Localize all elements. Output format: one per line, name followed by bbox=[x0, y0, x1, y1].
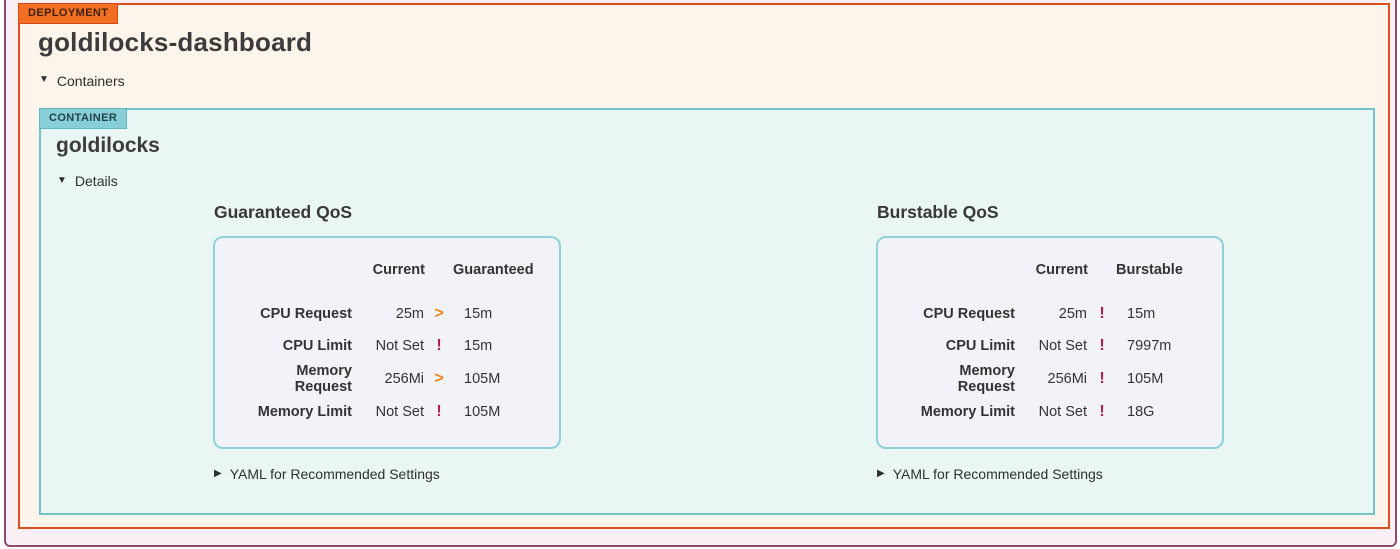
row-label: CPU Limit bbox=[282, 338, 352, 355]
empty-header-cell bbox=[902, 256, 1016, 298]
containers-toggle[interactable]: ▼ Containers bbox=[20, 57, 1388, 89]
row-label: CPU Request bbox=[260, 306, 352, 323]
recommended-value: 15m bbox=[1127, 306, 1156, 323]
yaml-toggle-label: YAML for Recommended Settings bbox=[892, 466, 1103, 483]
recommended-value: 105M bbox=[1127, 371, 1164, 388]
details-toggle[interactable]: ▼ Details bbox=[41, 157, 1373, 189]
qos-table-row: CPU Request 25m! 15m bbox=[902, 298, 1198, 330]
current-value: Not Set bbox=[375, 338, 424, 355]
deployment-badge: DEPLOYMENT bbox=[18, 3, 119, 24]
recommended-value: 105M bbox=[464, 404, 501, 421]
comparison-icon-cell: ! bbox=[1088, 298, 1116, 330]
yaml-toggle-label: YAML for Recommended Settings bbox=[229, 466, 440, 483]
qos-panel: Burstable QoS Current Burstable CPU Requ… bbox=[876, 202, 1224, 482]
deployment-section: DEPLOYMENT goldilocks-dashboard ▼ Contai… bbox=[18, 3, 1390, 529]
recommended-value: 18G bbox=[1127, 404, 1155, 421]
comparison-icon-cell: ! bbox=[1088, 330, 1116, 362]
qos-table-row: Memory Request 256Mi! 105M bbox=[902, 362, 1198, 396]
yaml-toggle[interactable]: ▶ YAML for Recommended Settings bbox=[214, 466, 561, 482]
empty-header-cell bbox=[239, 256, 353, 298]
qos-table-row: CPU Limit Not Set! 7997m bbox=[902, 330, 1198, 362]
current-value: 256Mi bbox=[1047, 371, 1088, 388]
comparison-icon-cell: ! bbox=[425, 396, 453, 428]
current-value: 256Mi bbox=[384, 371, 425, 388]
empty-header-cell bbox=[1088, 256, 1116, 298]
current-value: 25m bbox=[395, 306, 424, 323]
current-value: Not Set bbox=[1038, 404, 1087, 421]
qos-table-header-row: Current Guaranteed bbox=[239, 256, 535, 298]
details-toggle-label: Details bbox=[74, 173, 118, 190]
qos-panels-row: Guaranteed QoS Current Guaranteed CPU Re… bbox=[41, 202, 1373, 482]
qos-table-row: Memory Limit Not Set! 18G bbox=[902, 396, 1198, 428]
comparison-icon-cell: ! bbox=[425, 330, 453, 362]
container-badge: CONTAINER bbox=[39, 108, 128, 129]
recommended-value: 105M bbox=[464, 371, 501, 388]
comparison-icon-cell: ! bbox=[1088, 362, 1116, 396]
exclamation-icon: ! bbox=[1099, 305, 1105, 323]
qos-table-header-row: Current Burstable bbox=[902, 256, 1198, 298]
row-label: Memory Limit bbox=[257, 404, 352, 421]
comparison-icon-cell: ! bbox=[1088, 396, 1116, 428]
row-label: CPU Limit bbox=[945, 338, 1015, 355]
exclamation-icon: ! bbox=[1099, 370, 1105, 388]
recommended-value: 7997m bbox=[1127, 338, 1172, 355]
triangle-right-icon: ▶ bbox=[877, 467, 885, 479]
column-header-current: Current bbox=[1035, 262, 1088, 279]
comparison-icon-cell: > bbox=[425, 362, 453, 396]
deployment-title: goldilocks-dashboard bbox=[38, 27, 313, 57]
qos-table-row: Memory Limit Not Set! 105M bbox=[239, 396, 535, 428]
screenshot-frame: DEPLOYMENT goldilocks-dashboard ▼ Contai… bbox=[4, 0, 1397, 547]
row-label: CPU Request bbox=[923, 306, 1015, 323]
qos-panel-title: Burstable QoS bbox=[877, 202, 999, 223]
yaml-toggle[interactable]: ▶ YAML for Recommended Settings bbox=[877, 466, 1224, 482]
exclamation-icon: ! bbox=[436, 403, 442, 421]
greater-than-icon: > bbox=[434, 305, 444, 323]
containers-toggle-label: Containers bbox=[56, 72, 125, 89]
comparison-icon-cell: > bbox=[425, 298, 453, 330]
qos-table-row: CPU Request 25m >15m bbox=[239, 298, 535, 330]
column-header-recommended: Burstable bbox=[1116, 262, 1183, 279]
current-value: Not Set bbox=[375, 404, 424, 421]
greater-than-icon: > bbox=[434, 370, 444, 388]
row-label: Memory Request bbox=[294, 363, 352, 396]
column-header-recommended: Guaranteed bbox=[453, 262, 534, 279]
recommended-value: 15m bbox=[464, 338, 493, 355]
current-value: Not Set bbox=[1038, 338, 1087, 355]
triangle-down-icon: ▼ bbox=[39, 74, 49, 86]
qos-table-row: Memory Request 256Mi >105M bbox=[239, 362, 535, 396]
qos-panel-title: Guaranteed QoS bbox=[214, 202, 353, 223]
container-section: CONTAINER goldilocks ▼ Details Guarantee… bbox=[39, 108, 1375, 515]
row-label: Memory Limit bbox=[920, 404, 1015, 421]
column-header-current: Current bbox=[372, 262, 425, 279]
container-title: goldilocks bbox=[56, 134, 160, 157]
row-label: Memory Request bbox=[957, 363, 1015, 396]
exclamation-icon: ! bbox=[436, 337, 442, 355]
exclamation-icon: ! bbox=[1099, 403, 1105, 421]
empty-header-cell bbox=[425, 256, 453, 298]
triangle-down-icon: ▼ bbox=[57, 174, 67, 186]
current-value: 25m bbox=[1058, 306, 1087, 323]
exclamation-icon: ! bbox=[1099, 337, 1105, 355]
recommended-value: 15m bbox=[464, 306, 493, 323]
triangle-right-icon: ▶ bbox=[214, 467, 222, 479]
qos-panel: Guaranteed QoS Current Guaranteed CPU Re… bbox=[213, 202, 561, 482]
qos-table-row: CPU Limit Not Set! 15m bbox=[239, 330, 535, 362]
